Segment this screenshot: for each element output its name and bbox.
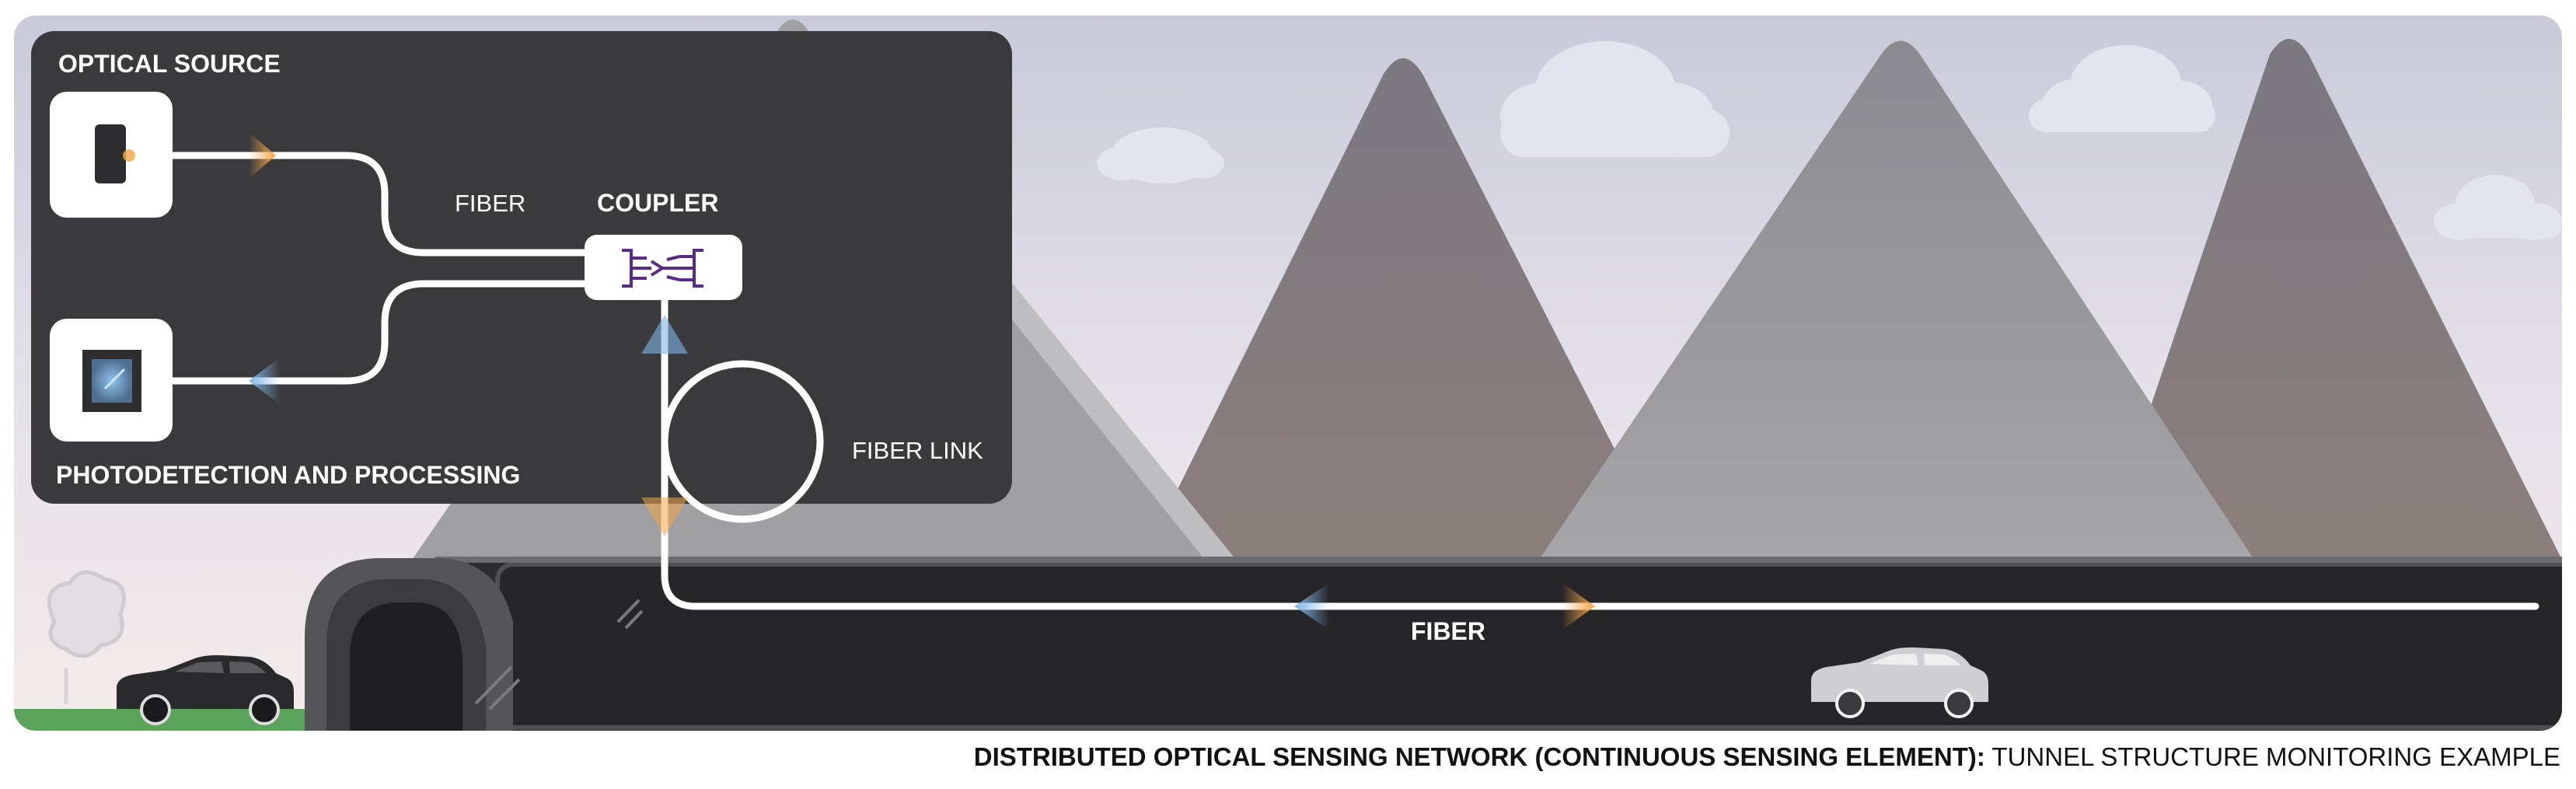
cloud-icon bbox=[1500, 41, 1730, 157]
tree-icon bbox=[47, 570, 126, 703]
photodetector-device[interactable] bbox=[50, 319, 173, 442]
glass-reflection bbox=[474, 599, 644, 710]
car-icon bbox=[1811, 647, 1988, 718]
light-pulse-blue bbox=[249, 315, 1329, 630]
label-fiber-top: FIBER bbox=[455, 190, 525, 217]
mountain-back-1 bbox=[1143, 58, 1671, 560]
label-fiber-link: FIBER LINK bbox=[852, 437, 983, 464]
label-coupler: COUPLER bbox=[597, 189, 718, 217]
label-photodetection: PHOTODETECTION AND PROCESSING bbox=[56, 461, 520, 489]
coupler-device[interactable] bbox=[585, 235, 742, 300]
tunnel-inner bbox=[495, 562, 2562, 730]
cloud-icon bbox=[2029, 45, 2215, 132]
cloud-icon bbox=[1097, 127, 1224, 183]
cloud-icon bbox=[2434, 175, 2562, 240]
optical-source-device[interactable] bbox=[50, 92, 173, 218]
mountain-middle bbox=[1539, 40, 2254, 560]
fiber-path bbox=[169, 152, 2539, 610]
mountain-back-2 bbox=[2099, 39, 2562, 560]
caption-bold: DISTRIBUTED OPTICAL SENSING NETWORK (CON… bbox=[973, 742, 1985, 771]
label-fiber-tunnel: FIBER bbox=[1411, 617, 1485, 645]
tunnel-portal bbox=[305, 558, 513, 731]
diagram-caption: DISTRIBUTED OPTICAL SENSING NETWORK (CON… bbox=[16, 742, 2560, 781]
caption-normal: TUNNEL STRUCTURE MONITORING EXAMPLE bbox=[1984, 742, 2560, 771]
label-optical-source: OPTICAL SOURCE bbox=[58, 50, 281, 78]
control-panel bbox=[31, 31, 1012, 504]
light-pulse-orange bbox=[249, 132, 1595, 630]
car-icon bbox=[117, 655, 294, 725]
